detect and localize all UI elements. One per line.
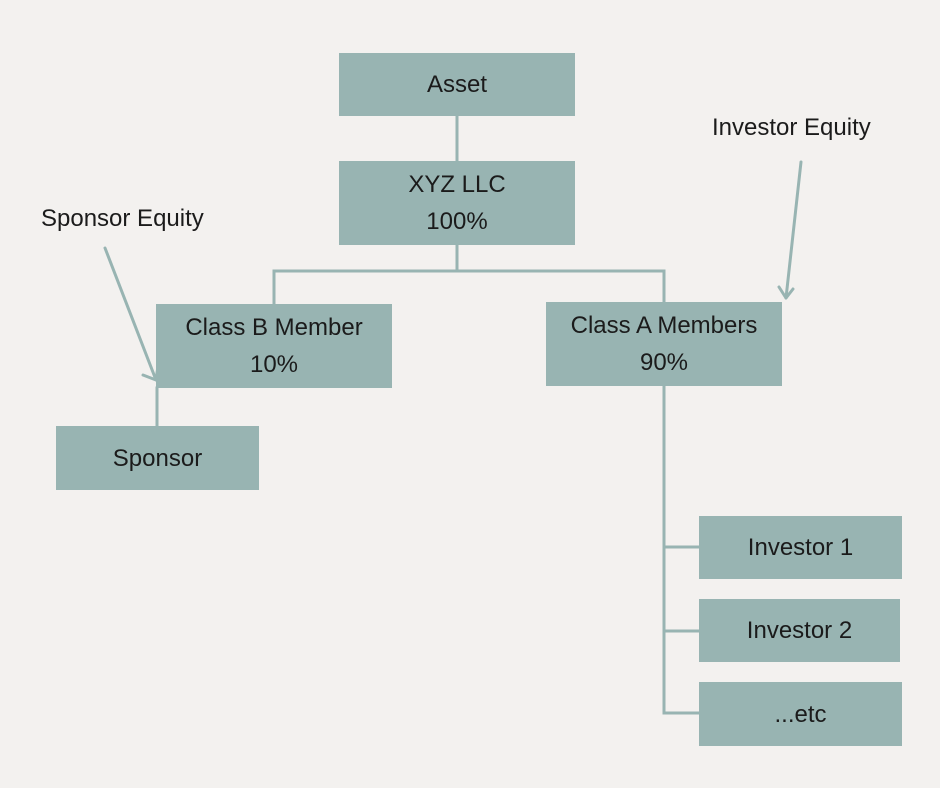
class-a-members-box: Class A Members 90% xyxy=(546,302,782,386)
xyz-llc-percent: 100% xyxy=(426,208,488,235)
asset-box: Asset xyxy=(339,53,575,116)
sponsor-equity-arrow xyxy=(103,246,158,382)
investor-2-label: Investor 2 xyxy=(746,617,853,644)
sponsor-equity-annotation: Sponsor Equity xyxy=(41,205,204,232)
xyz-llc-label: XYZ LLC xyxy=(408,171,506,198)
class-a-label: Class A Members xyxy=(570,312,758,339)
etc-label: ...etc xyxy=(774,700,827,728)
asset-label: Asset xyxy=(426,71,488,98)
investor-equity-annotation: Investor Equity xyxy=(712,114,871,141)
class-b-member-box: Class B Member 10% xyxy=(156,304,392,388)
investor-equity-arrowhead xyxy=(777,285,795,300)
investor-equity-arrow xyxy=(784,160,803,300)
investor-1-label: Investor 1 xyxy=(747,534,854,561)
class-b-label: Class B Member xyxy=(185,314,363,341)
sponsor-box: Sponsor xyxy=(56,426,259,490)
investor-1-box: Investor 1 xyxy=(699,516,902,579)
class-a-percent: 90% xyxy=(639,349,689,376)
xyz-llc-box: XYZ LLC 100% xyxy=(339,161,575,245)
investor-2-box: Investor 2 xyxy=(699,599,900,662)
etc-box: ...etc xyxy=(699,682,902,746)
sponsor-label: Sponsor xyxy=(112,444,203,472)
class-b-percent: 10% xyxy=(249,351,299,378)
